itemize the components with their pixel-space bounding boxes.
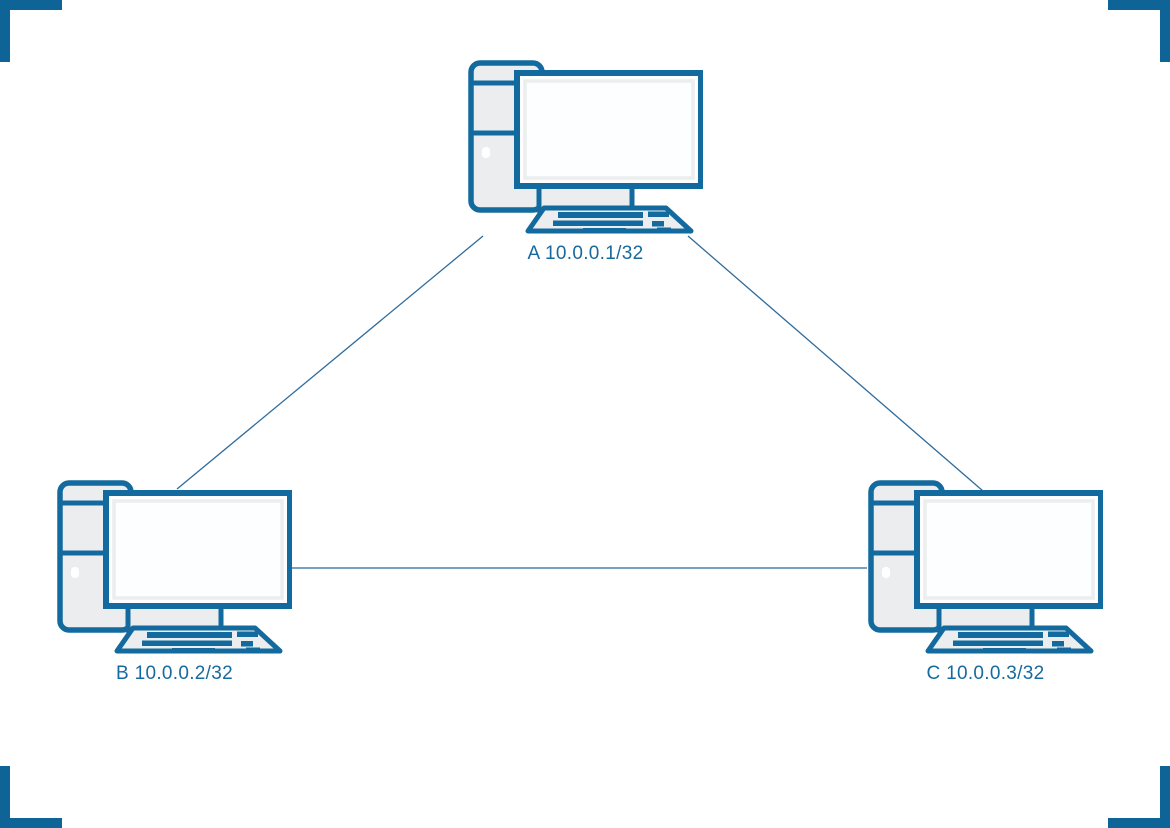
keyboard-key-row bbox=[583, 228, 626, 233]
corner-bracket-top-left bbox=[0, 0, 62, 62]
monitor-screen bbox=[112, 499, 284, 600]
keyboard-key-row bbox=[1052, 641, 1064, 647]
workstation-node-b[interactable]: B 10.0.0.2/32 bbox=[57, 480, 292, 683]
keyboard-key-row bbox=[172, 648, 215, 653]
workstation-icon bbox=[57, 480, 292, 654]
tower-power-led bbox=[482, 147, 490, 158]
keyboard-key-row bbox=[237, 631, 258, 637]
corner-bracket-bottom-right bbox=[1108, 766, 1170, 828]
node-label: A 10.0.0.1/32 bbox=[527, 243, 644, 264]
corner-bracket-top-right bbox=[1108, 0, 1170, 62]
keyboard-key-row bbox=[652, 221, 664, 227]
tower-power-led bbox=[71, 567, 79, 578]
node-label: C 10.0.0.3/32 bbox=[926, 663, 1045, 684]
workstation-icon bbox=[868, 480, 1103, 654]
keyboard-key-row bbox=[657, 227, 671, 233]
tower-power-led bbox=[882, 567, 890, 578]
node-label: B 10.0.0.2/32 bbox=[116, 663, 233, 684]
corner-bracket-bottom-left bbox=[0, 766, 62, 828]
keyboard-key-row bbox=[558, 212, 643, 218]
keyboard-key-row bbox=[241, 641, 253, 647]
keyboard-key-row bbox=[147, 632, 232, 638]
keyboard-key-row bbox=[1048, 631, 1069, 637]
keyboard-key-row bbox=[1057, 647, 1071, 653]
monitor-screen bbox=[923, 499, 1095, 600]
workstation-icon bbox=[468, 60, 703, 234]
keyboard-key-row bbox=[958, 632, 1043, 638]
workstation-node-c[interactable]: C 10.0.0.3/32 bbox=[868, 480, 1103, 683]
keyboard-key-row bbox=[553, 220, 643, 226]
keyboard-key-row bbox=[983, 648, 1026, 653]
keyboard-key-row bbox=[142, 640, 232, 646]
link-a-b bbox=[176, 235, 484, 490]
link-a-c bbox=[687, 235, 984, 492]
monitor-screen bbox=[523, 79, 695, 180]
workstation-node-a[interactable]: A 10.0.0.1/32 bbox=[468, 60, 703, 263]
keyboard-key-row bbox=[648, 211, 669, 217]
keyboard-key-row bbox=[953, 640, 1043, 646]
keyboard-key-row bbox=[246, 647, 260, 653]
